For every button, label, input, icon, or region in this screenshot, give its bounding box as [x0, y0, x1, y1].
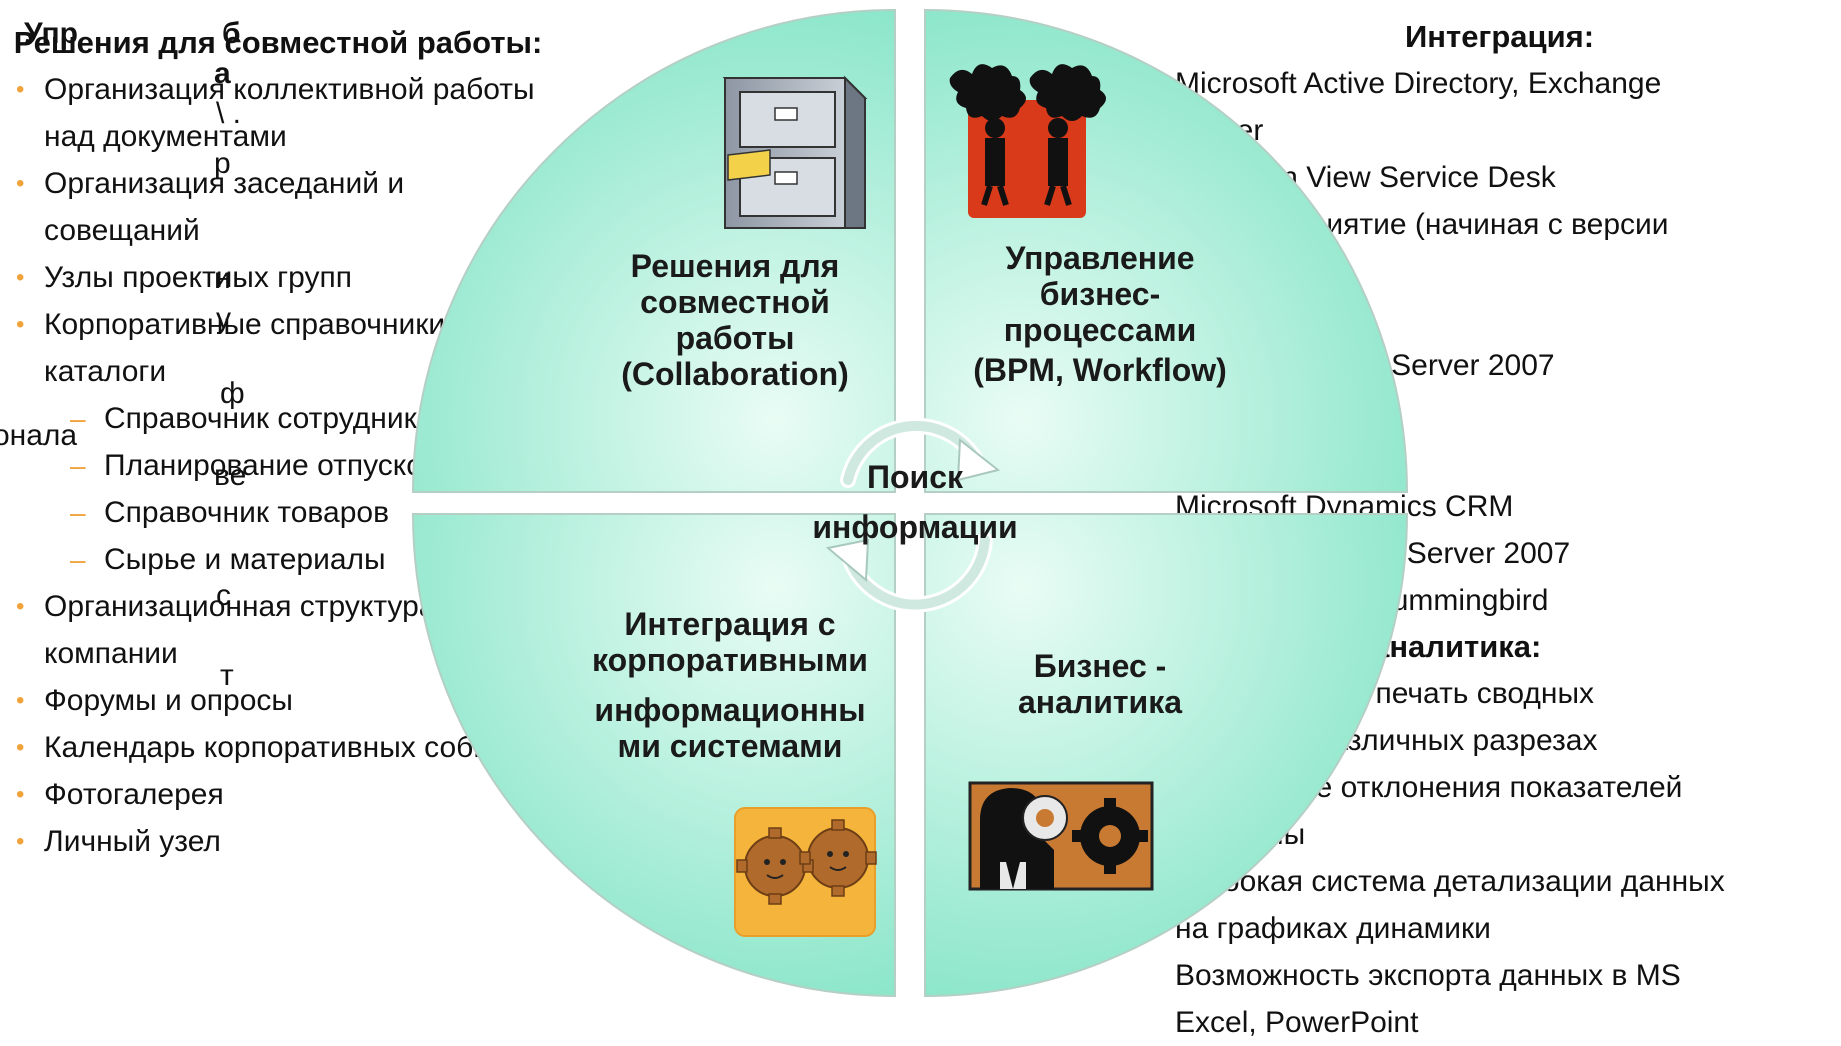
quadrant-analytics	[924, 513, 1409, 998]
file-cabinet-icon	[722, 75, 868, 229]
collaboration-subitem: Планирование отпусков	[8, 442, 568, 489]
collaboration-subitem: Справочник сотрудников	[8, 395, 568, 442]
bpm-title-fragment-2: а	[214, 57, 231, 90]
bpm-title-fragment-right: б	[222, 17, 241, 50]
collaboration-title: Решения для совместной работы:	[13, 25, 543, 60]
collaboration-items: Организация коллективной работы над доку…	[8, 66, 568, 865]
circular-arrows-icon	[825, 417, 1001, 613]
bpm-fragment-4: р	[214, 147, 231, 180]
collaboration-item: Организационная структура компании	[8, 583, 568, 677]
collaboration-item: Фотогалерея	[8, 771, 568, 818]
bpm-fragment-10: т	[220, 659, 234, 692]
collaboration-subitem: Сырье и материалы	[8, 536, 568, 583]
text-line: Microsoft Active Directory, Exchange	[1175, 67, 1662, 100]
collaboration-item: Организация коллективной работы над доку…	[8, 66, 568, 160]
collaboration-item: Узлы проектных групп	[8, 254, 568, 301]
quadrant-label-analytics: Бизнес - аналитика	[1017, 648, 1183, 720]
quadrant-label-bpm: Управление бизнес- процессами (BPM, Work…	[973, 240, 1227, 388]
bpm-fragment-personnel: персонала	[0, 419, 78, 452]
quadrant-label-integration: Интеграция с корпоративными информационн…	[592, 606, 868, 764]
bpm-fragment-9: с	[216, 579, 231, 612]
bpm-title-fragment: Упр	[24, 17, 78, 50]
text-line: Глубокая система детализации данных	[1175, 865, 1725, 898]
quadrant-label-collaboration: Решения для совместной работы (Collabora…	[621, 248, 849, 392]
robot-head-gear-icon	[968, 781, 1154, 891]
bpm-fragment-7: ф	[220, 377, 245, 410]
gears-icon	[734, 807, 877, 937]
integration-title: Интеграция:	[1405, 19, 1595, 54]
collaboration-item: Форумы и опросы	[8, 677, 568, 724]
puzzle-people-icon	[949, 64, 1106, 218]
collaboration-item: Корпоративные справочники и каталоги	[8, 301, 568, 395]
center-label-search: Поиск информации	[812, 459, 1018, 545]
text-line: на графиках динамики	[1175, 912, 1491, 945]
collaboration-item: Календарь корпоративных событий	[8, 724, 568, 771]
text-line: Возможность экспорта данных в MS	[1175, 959, 1681, 992]
collaboration-item: Организация заседаний и совещаний	[8, 160, 568, 254]
bpm-fragment-6: у	[216, 302, 231, 335]
collaboration-item: Личный узел	[8, 818, 568, 865]
collaboration-subitem: Справочник товаров	[8, 489, 568, 536]
bpm-fragment-5: и	[214, 262, 231, 295]
bpm-fragment-3: \ .	[216, 97, 242, 130]
text-line: Excel, PowerPoint	[1175, 1006, 1419, 1039]
collaboration-list: Решения для совместной работы: Организац…	[8, 20, 568, 865]
bpm-fragment-8: ве	[214, 459, 247, 492]
